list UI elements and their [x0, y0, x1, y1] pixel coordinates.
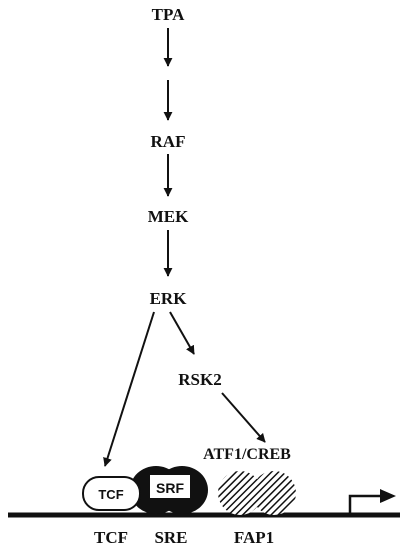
transcription-start-arrow [348, 489, 396, 514]
tss-arrowhead [380, 489, 396, 503]
label-fap1: FAP1 [234, 528, 274, 547]
label-sre: SRE [154, 528, 187, 547]
label-tcf: TCF [94, 528, 128, 547]
srf-dimer: SRF [130, 466, 208, 514]
tcf-element: TCF [82, 476, 141, 511]
tcf-box [82, 476, 141, 511]
arrow-erk-tcf [103, 311, 155, 467]
node-rsk2: RSK2 [178, 370, 221, 389]
arrow-rsk2-atf1 [221, 392, 266, 443]
node-mek: MEK [148, 207, 189, 226]
srf-box [150, 475, 190, 498]
tss-bent-line [348, 494, 382, 514]
fap1-dimer [218, 471, 296, 515]
srf-box-label: SRF [156, 480, 184, 496]
fap1-right-subunit [252, 471, 296, 515]
fap1-left-subunit [218, 471, 262, 515]
node-erk: ERK [150, 289, 188, 308]
node-raf: RAF [151, 132, 186, 151]
node-atf1-creb: ATF1/CREB [203, 446, 291, 463]
node-tpa: TPA [152, 5, 185, 24]
arrow-erk-rsk2 [169, 311, 195, 355]
tcf-box-label: TCF [98, 487, 123, 502]
